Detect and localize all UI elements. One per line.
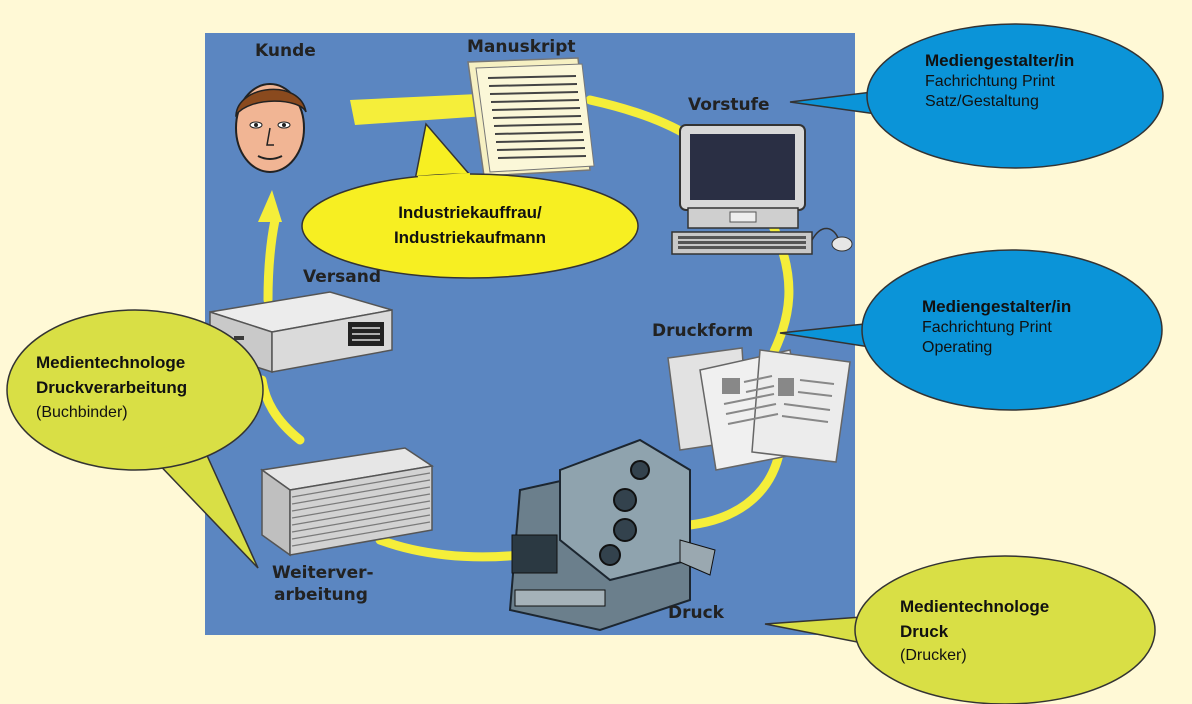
druckform-plates-icon <box>667 347 851 471</box>
label-vorstufe: Vorstufe <box>688 95 770 115</box>
manuskript-papers-icon <box>467 57 595 177</box>
label-weiterverarbeitung-line1: Weiterver- <box>272 563 374 583</box>
manuskript-strip <box>350 93 500 125</box>
bubble-buchbinder-title2: Druckverarbeitung <box>36 378 187 397</box>
bubble-industriekaufleute: Industriekauffrau/ Industriekaufmann <box>301 122 639 279</box>
bubble-medientechnologe-druckverarbeitung: Medientechnologe Druckverarbeitung (Buch… <box>6 309 264 569</box>
druck-press-icon <box>508 438 716 632</box>
bubble-satz-title: Mediengestalter/in <box>925 51 1074 70</box>
bubble-industrie-line1: Industriekauffrau/ <box>398 203 542 222</box>
flow-arrowhead-kunde <box>258 190 282 222</box>
flow-arc-druck-weiterverarbeitung <box>375 535 525 562</box>
bubble-satz-line1: Fachrichtung Print <box>925 73 1055 90</box>
label-versand: Versand <box>303 267 381 287</box>
kunde-face-icon <box>235 83 307 173</box>
flow-arc-versand-kunde <box>263 215 280 305</box>
bubble-buchbinder-line1: (Buchbinder) <box>36 404 128 421</box>
bubble-mediengestalter-operating: Mediengestalter/in Fachrichtung Print Op… <box>779 249 1163 411</box>
vorstufe-computer-icon <box>671 124 853 255</box>
bubble-operating-title: Mediengestalter/in <box>922 297 1071 316</box>
bubble-satz-line2: Satz/Gestaltung <box>925 93 1039 110</box>
label-manuskript: Manuskript <box>467 37 576 57</box>
bubble-mediengestalter-satz: Mediengestalter/in Fachrichtung Print Sa… <box>789 23 1164 169</box>
flow-arc-druckform-druck <box>685 445 785 530</box>
bubble-operating-line2: Operating <box>922 339 992 356</box>
versand-box-icon <box>209 291 393 374</box>
bubble-medientechnologe-druck: Medientechnologe Druck (Drucker) <box>764 555 1156 704</box>
bubble-druck-title1: Medientechnologe <box>900 597 1049 616</box>
label-kunde: Kunde <box>255 41 316 61</box>
bubble-operating-line1: Fachrichtung Print <box>922 319 1052 336</box>
bubble-industrie-line2: Industriekaufmann <box>394 228 546 247</box>
weiterverarbeitung-stack-icon <box>260 447 434 557</box>
bubble-druck-line1: (Drucker) <box>900 647 967 664</box>
bubble-buchbinder-title1: Medientechnologe <box>36 353 185 372</box>
bubble-druck-title2: Druck <box>900 622 949 641</box>
label-druckform: Druckform <box>652 321 753 341</box>
label-weiterverarbeitung-line2: arbeitung <box>274 585 368 605</box>
label-druck: Druck <box>668 603 725 623</box>
